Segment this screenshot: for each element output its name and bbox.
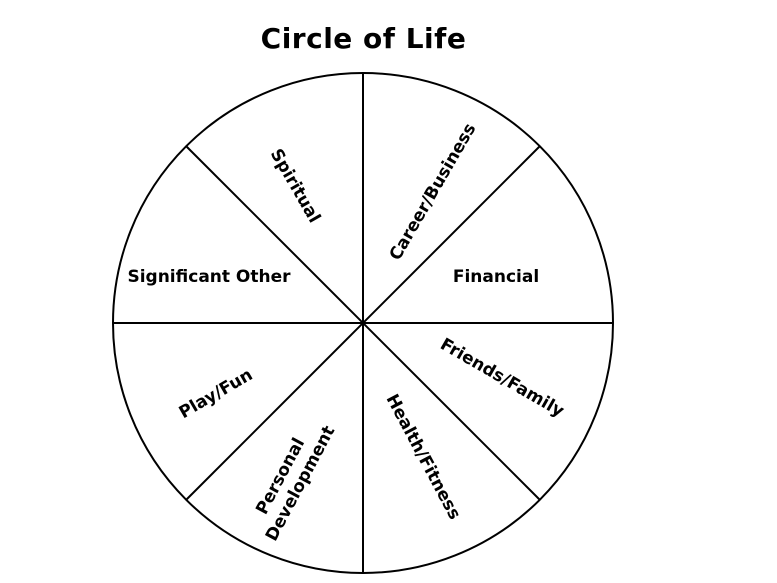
divider-lines [113, 73, 613, 573]
segment-label-financial: Financial [453, 267, 539, 287]
page-title: Circle of Life [260, 22, 467, 55]
segment-label-significant-other: Significant Other [127, 267, 291, 287]
divider-diagonal-up [185, 145, 541, 501]
